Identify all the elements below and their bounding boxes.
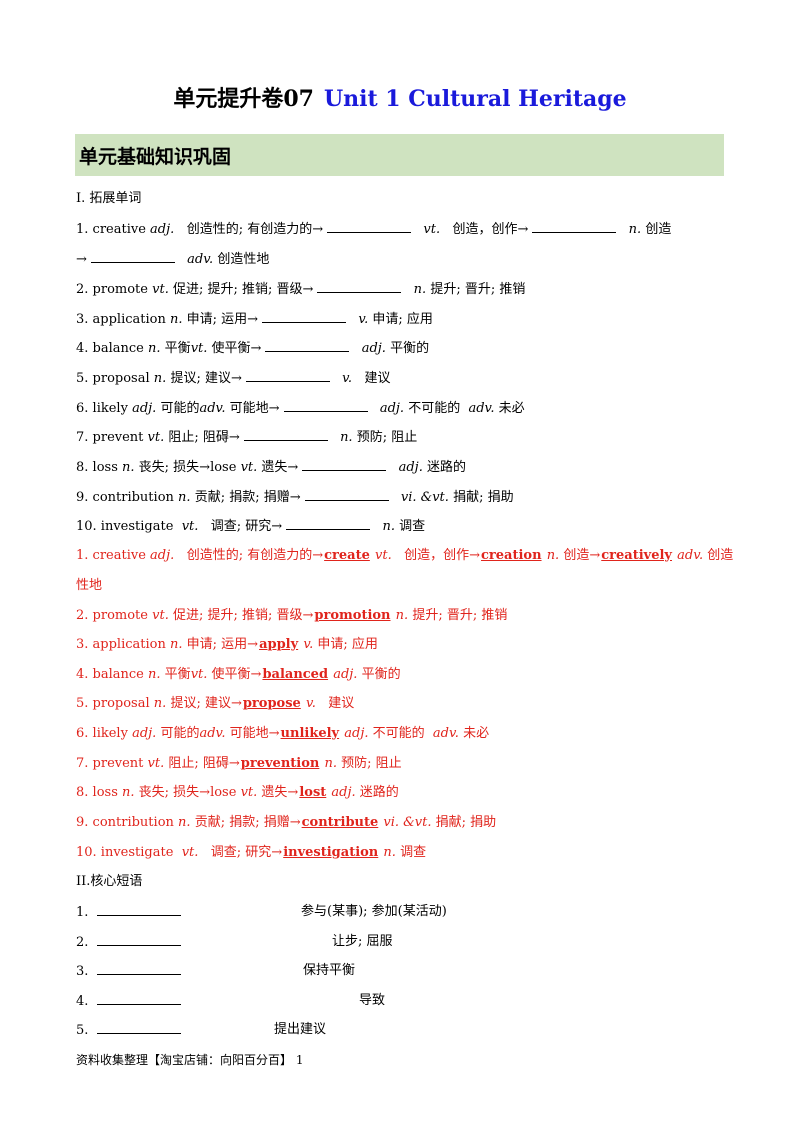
blank[interactable] — [286, 517, 371, 530]
a8: 8. loss n. 丧失; 损失→lose vt. 遗失→lost adj. … — [76, 785, 399, 800]
q7: 7. prevent vt. 阻止; 阻碍→ n. 预防; 阻止 — [76, 428, 418, 445]
a5: 5. proposal n. 提议; 建议→propose v. 建议 — [76, 696, 355, 711]
blank[interactable] — [304, 488, 389, 501]
q5: 5. proposal n. 提议; 建议→ v. 建议 — [76, 369, 391, 386]
q4: 4. balance n. 平衡vt. 使平衡→ adj. 平衡的 — [76, 339, 430, 356]
a3: 3. application n. 申请; 运用→apply v. 申请; 应用 — [76, 637, 378, 652]
a1-line1: 1. creative adj. 创造性的; 有创造力的→create vt. … — [76, 548, 734, 563]
a1-line2: 性地 — [76, 578, 103, 593]
section-title: 单元基础知识巩固 — [79, 146, 232, 168]
blank[interactable] — [96, 903, 181, 916]
blank[interactable] — [262, 310, 347, 323]
part2-heading: II.核心短语 — [76, 874, 143, 889]
phrase-5: 5. 提出建议 — [76, 1021, 327, 1038]
a9: 9. contribution n. 贡献; 捐款; 捐赠→contribute… — [76, 815, 497, 830]
phrase-3: 3. 保持平衡 — [76, 962, 356, 979]
blank[interactable] — [90, 250, 175, 263]
blank[interactable] — [243, 428, 328, 441]
blank[interactable] — [96, 933, 181, 946]
q6: 6. likely adj. 可能的adv. 可能地→ adj. 不可能的 ad… — [76, 399, 525, 416]
q1-line1: 1. creative adj. 创造性的; 有创造力的→ vt. 创造，创作→… — [76, 220, 672, 237]
blank[interactable] — [302, 458, 387, 471]
q2: 2. promote vt. 促进; 提升; 推销; 晋级→ n. 提升; 晋升… — [76, 280, 526, 297]
title-en: Unit 1 Cultural Heritage — [323, 86, 627, 112]
phrase-1: 1. 参与(某事); 参加(某活动) — [76, 903, 447, 920]
q10: 10. investigate vt. 调查; 研究→ n. 调查 — [76, 517, 426, 534]
page-title: 单元提升卷07 Unit 1 Cultural Heritage — [0, 84, 800, 114]
phrase-4: 4. 导致 — [76, 992, 386, 1009]
blank[interactable] — [283, 399, 368, 412]
blank[interactable] — [532, 220, 617, 233]
footer: 资料收集整理【淘宝店铺：向阳百分百】 1 — [76, 1053, 304, 1067]
q1-line2: → adv. 创造性地 — [76, 250, 270, 267]
section-banner: 单元基础知识巩固 — [75, 134, 724, 176]
blank[interactable] — [96, 992, 181, 1005]
blank[interactable] — [317, 280, 402, 293]
a2: 2. promote vt. 促进; 提升; 推销; 晋级→promotion … — [76, 608, 508, 623]
a7: 7. prevent vt. 阻止; 阻碍→prevention n. 预防; … — [76, 756, 402, 771]
blank[interactable] — [265, 339, 350, 352]
part1-heading: I. 拓展单词 — [76, 191, 142, 206]
q3: 3. application n. 申请; 运用→ v. 申请; 应用 — [76, 310, 433, 327]
blank[interactable] — [96, 1021, 181, 1034]
q8: 8. loss n. 丧失; 损失→lose vt. 遗失→ adj. 迷路的 — [76, 458, 466, 475]
blank[interactable] — [96, 962, 181, 975]
title-cn: 单元提升卷07 — [173, 86, 314, 112]
phrase-2: 2. 让步; 屈服 — [76, 933, 393, 950]
a4: 4. balance n. 平衡vt. 使平衡→balanced adj. 平衡… — [76, 667, 401, 682]
blank[interactable] — [245, 369, 330, 382]
a10: 10. investigate vt. 调查; 研究→investigation… — [76, 845, 427, 860]
q9: 9. contribution n. 贡献; 捐款; 捐赠→ vi. &vt. … — [76, 488, 514, 505]
a6: 6. likely adj. 可能的adv. 可能地→unlikely adj.… — [76, 726, 490, 741]
blank[interactable] — [327, 220, 412, 233]
